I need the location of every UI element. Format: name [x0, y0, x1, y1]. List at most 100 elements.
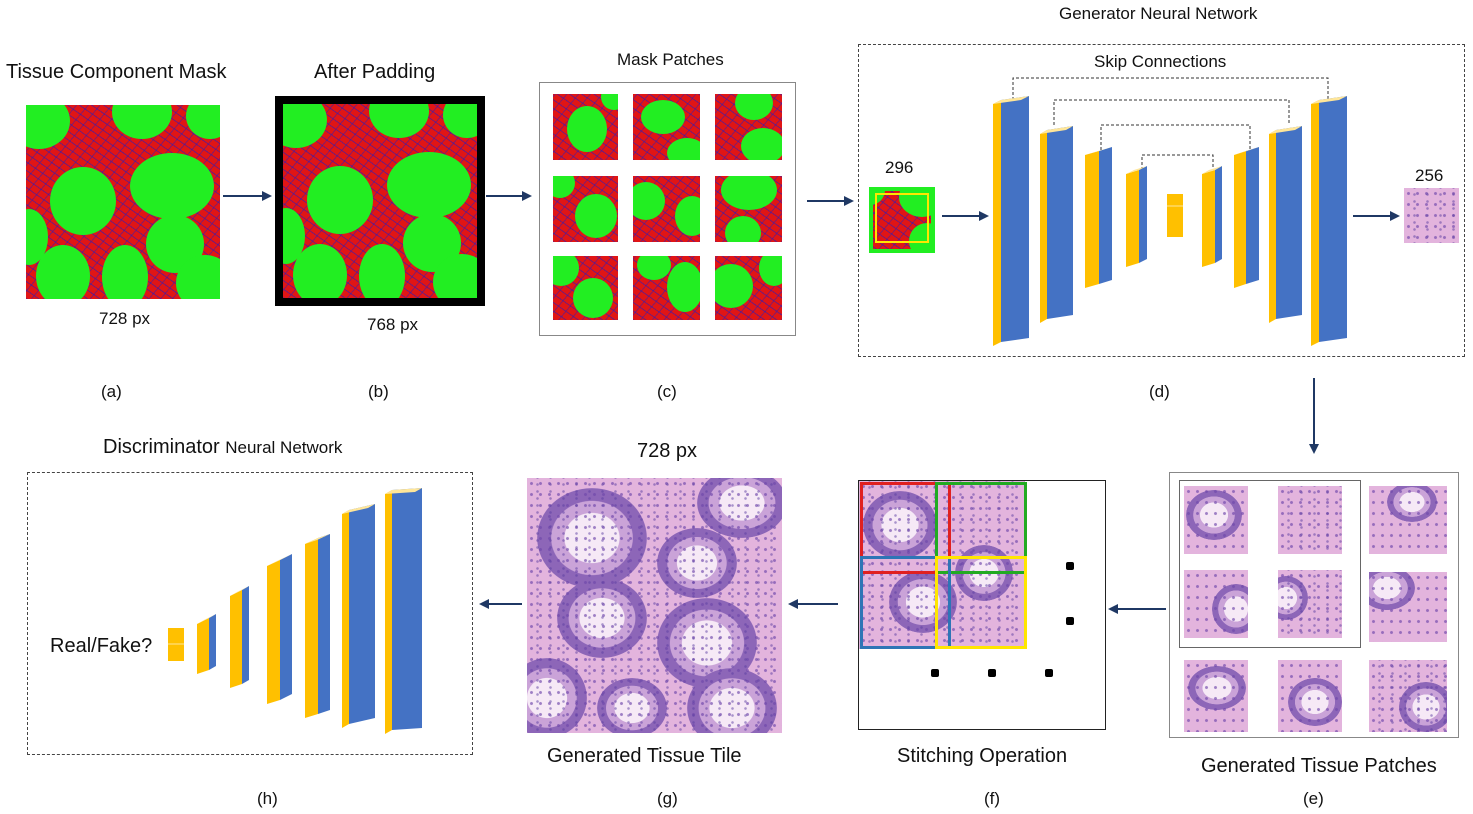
skip-connection: [1012, 77, 1329, 100]
tissue-patch: [1184, 486, 1248, 554]
mask-patch: [633, 176, 700, 242]
panel-letter-a: (a): [101, 382, 122, 401]
unet-layer: [1311, 96, 1347, 346]
mask-blob: [26, 209, 48, 265]
padded-mask-image: [283, 104, 477, 298]
padded-mask-frame: [275, 96, 485, 306]
panel-letter-g: (g): [657, 789, 678, 808]
after-padding-title: After Padding: [314, 61, 436, 83]
skip-connection: [1100, 124, 1251, 150]
stitch-dot: [1045, 669, 1053, 677]
discriminator-input: [168, 628, 184, 661]
unet-layer: [1269, 126, 1302, 323]
generated-patches-subset: [1179, 480, 1361, 648]
mask-patch: [715, 176, 782, 242]
mask-blob: [283, 208, 305, 264]
discriminator-layer: [230, 586, 249, 688]
skip-connections-label: Skip Connections: [1094, 52, 1227, 71]
mask-patch: [715, 94, 782, 160]
input-border-green: [869, 187, 935, 253]
generator-panel: [858, 44, 1465, 357]
skip-connection: [1141, 154, 1214, 170]
mask-blob: [909, 223, 935, 253]
generator-input-patch: [869, 187, 935, 253]
tissue-mask-title: Tissue Component Mask: [6, 61, 227, 83]
tissue-mask-image: [26, 105, 220, 299]
panel-letter-e: (e): [1303, 789, 1324, 808]
generator-title: Generator Neural Network: [1059, 4, 1258, 23]
stitch-box-red: [860, 482, 951, 574]
unet-layer: [1040, 126, 1073, 323]
tissue-patch: [1369, 486, 1447, 554]
unet-bottleneck: [1167, 194, 1183, 237]
unet-layer: [1126, 166, 1147, 267]
mask-blob: [50, 167, 116, 235]
unet-layer: [993, 96, 1029, 346]
mask-blob: [130, 153, 214, 219]
generator-layers: [993, 96, 1347, 346]
generated-patches-panel: [1169, 472, 1459, 738]
unet-layer: [1234, 147, 1259, 288]
real-fake-label: Real/Fake?: [50, 635, 153, 657]
mask-patches-panel: [539, 82, 796, 336]
flow-arrows: [223, 191, 1400, 614]
discriminator-layer: [385, 488, 422, 734]
input-size-label: 296: [885, 158, 914, 177]
discriminator-title: Discriminator Neural Network: [103, 436, 342, 459]
mask-blob: [387, 152, 471, 218]
unet-layer: [1085, 147, 1112, 288]
mask-patch: [633, 256, 700, 320]
stitch-box-blue: [860, 556, 951, 649]
tissue-patch: [1278, 660, 1342, 732]
stitch-box-yellow: [935, 556, 1027, 649]
panel-letter-h: (h): [257, 789, 278, 808]
discriminator-layer: [267, 554, 292, 704]
tissue-patch: [1369, 572, 1447, 642]
stitching-dots: [931, 562, 1074, 677]
discriminator-panel: [27, 472, 473, 755]
generated-patches-label: Generated Tissue Patches: [1201, 755, 1437, 777]
generated-tile-size: 728 px: [637, 440, 698, 462]
discriminator-layer: [342, 504, 375, 728]
stitched-tissue: [859, 481, 1025, 649]
generator-output-patch: [1404, 188, 1459, 243]
stitching-panel: [858, 480, 1106, 730]
panel-letter-c: (c): [657, 382, 677, 401]
mask-size-label: 728 px: [99, 309, 151, 328]
mask-blob: [102, 245, 148, 299]
stitch-dot: [1066, 617, 1074, 625]
tissue-patch: [1278, 570, 1342, 638]
tissue-patch: [1369, 660, 1447, 732]
stitch-box-green: [935, 482, 1027, 574]
unet-layer: [1202, 166, 1222, 267]
mask-patch: [553, 256, 618, 320]
skip-connection: [1053, 99, 1290, 125]
generated-tissue-tile: [527, 478, 782, 733]
output-size-label: 256: [1415, 166, 1444, 185]
discriminator-layers: [168, 488, 422, 734]
discriminator-title-suffix: Neural Network: [225, 438, 343, 457]
discriminator-layer: [197, 614, 216, 674]
stitch-dot: [931, 669, 939, 677]
stitching-label: Stitching Operation: [897, 745, 1068, 767]
discriminator-title-main: Discriminator: [103, 436, 220, 458]
tissue-patch: [1184, 570, 1248, 638]
mask-patch: [553, 176, 618, 242]
panel-letter-b: (b): [368, 382, 389, 401]
mask-blob: [307, 166, 373, 234]
stitch-dot: [1066, 562, 1074, 570]
mask-blob: [36, 245, 90, 299]
mask-patch: [715, 256, 782, 320]
stitch-dot: [988, 669, 996, 677]
mask-blob: [359, 244, 405, 298]
tissue-patch: [1184, 660, 1248, 732]
mask-patch: [553, 94, 618, 160]
generated-tile-label: Generated Tissue Tile: [547, 745, 742, 767]
mask-patches-title: Mask Patches: [617, 50, 724, 69]
discriminator-layer: [305, 534, 330, 718]
panel-letter-f: (f): [984, 789, 1001, 808]
input-crop-yellow: [875, 193, 929, 243]
padded-size-label: 768 px: [367, 315, 419, 334]
mask-patch: [633, 94, 700, 160]
